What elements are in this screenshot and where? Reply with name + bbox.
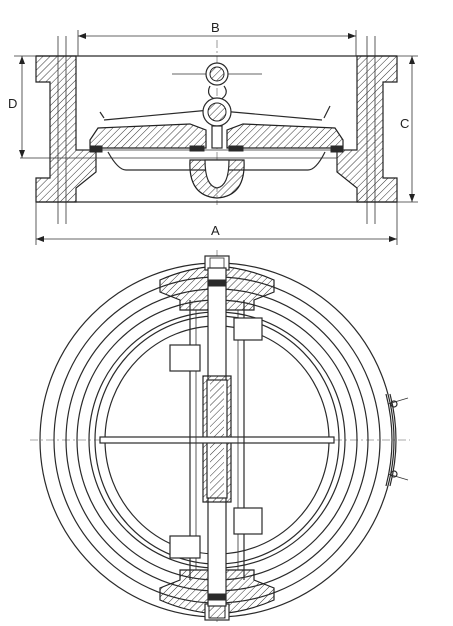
lug-hole-top [390,400,398,408]
right-seal [330,145,344,153]
hook-right [219,85,227,101]
center-seal-left [189,145,205,152]
stop-block-upper-left [169,344,201,372]
lug-hole-bottom [390,470,398,478]
left-seal [89,145,103,153]
stop-block-lower-left [169,535,201,559]
dim-c-label: C [400,116,409,131]
dim-a-arrow-left [36,236,44,242]
stop-pin-inner [209,66,225,82]
lower-bulb-inner [204,159,230,189]
right-disc-plate [226,123,344,149]
stop-block-upper-right [233,317,263,341]
disc-bar [99,436,335,444]
dim-d-arrow-top [19,56,25,64]
shaft-bottom-collar [208,593,226,601]
spring-arm-right-tip [323,105,331,119]
shaft-top-collar [208,279,226,287]
side-section-view: B A D C [8,20,418,245]
dim-b-arrow-right [348,33,356,39]
dim-d-arrow-bottom [19,150,25,158]
spring-arm-left-tip [99,111,105,119]
stop-block-lower-right [233,507,263,535]
dim-b-arrow-left [78,33,86,39]
dim-c-arrow-top [409,56,415,64]
left-disc-plate [89,123,207,149]
front-view [30,250,410,622]
center-seal-right [228,145,244,152]
dim-a-label: A [211,223,220,238]
hinge-post [211,125,223,149]
dim-d-label: D [8,96,17,111]
dim-b-label: B [211,20,220,35]
lifting-lug [385,393,393,487]
dim-a-arrow-right [389,236,397,242]
bottom-pin-cap-inner [208,605,226,619]
dim-c-arrow-bottom [409,194,415,202]
hinge-pin-inner [207,102,227,122]
